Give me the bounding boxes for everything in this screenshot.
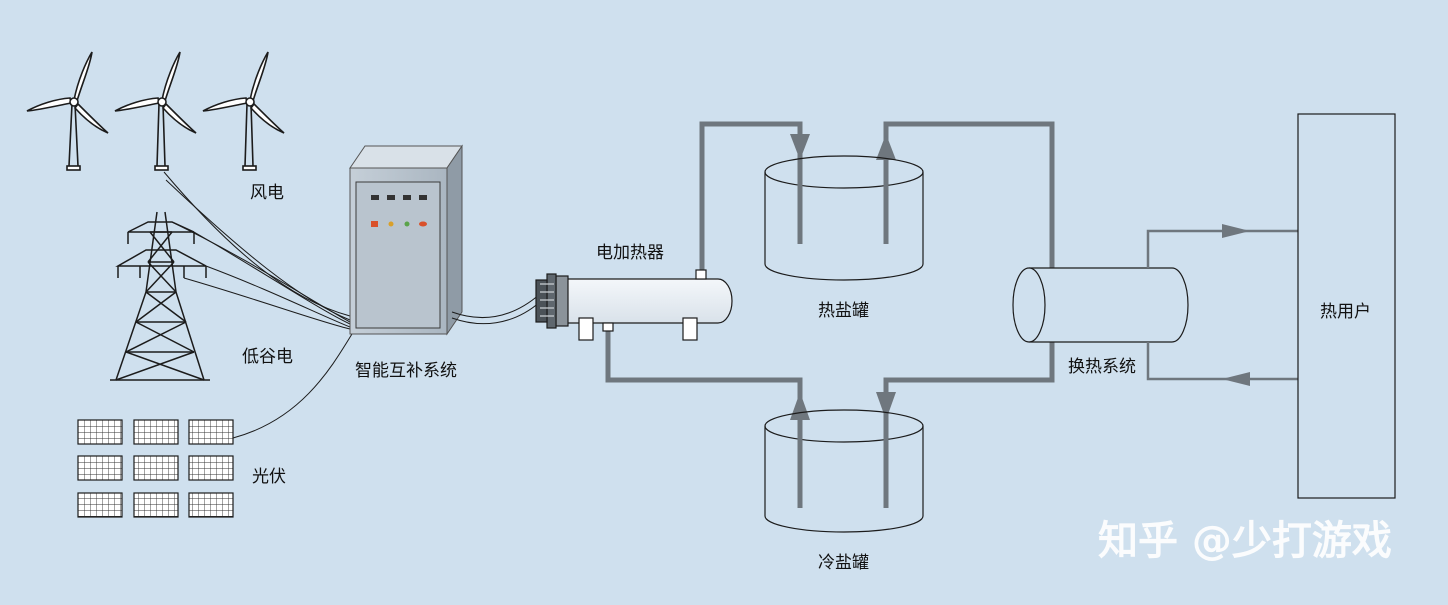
hot-tank-label: 热盐罐 — [818, 301, 869, 321]
cold-salt-tank-icon — [764, 409, 924, 533]
user-flow-arrows — [1222, 224, 1250, 386]
controller-label: 智能互补系统 — [355, 361, 457, 381]
hot-tank-pipe-ends — [797, 160, 889, 244]
led-yellow-icon — [388, 221, 394, 227]
solar-panels — [77, 419, 234, 518]
arrow-left-icon — [1222, 372, 1250, 386]
solar-panel-icon — [133, 492, 179, 518]
arrow-right-icon — [1222, 224, 1250, 238]
solar-panel-icon — [133, 419, 179, 445]
heater-label: 电加热器 — [596, 243, 664, 263]
solar-label: 光伏 — [252, 467, 286, 487]
arrow-down-icon — [790, 134, 810, 160]
cold-tank-pipe-ends — [797, 420, 889, 508]
solar-panel-icon — [188, 492, 234, 518]
arrow-up-icon — [790, 392, 810, 420]
wind-turbine-icon — [114, 51, 197, 171]
solar-panel-icon — [188, 419, 234, 445]
power-cables — [163, 171, 353, 439]
heat-exchanger-icon — [1012, 267, 1189, 343]
wind-turbine-icon — [26, 51, 109, 171]
controller-cabinet-icon — [349, 144, 463, 336]
solar-panel-icon — [77, 455, 123, 481]
arrow-down-icon — [876, 392, 896, 420]
wind-label: 风电 — [250, 183, 284, 203]
led-red-icon — [371, 221, 378, 227]
solar-panel-icon — [133, 455, 179, 481]
flow-arrows — [790, 134, 896, 420]
exchanger-label: 换热系统 — [1068, 357, 1136, 377]
hot-salt-tank-icon — [764, 155, 924, 281]
arrow-up-icon — [876, 134, 896, 160]
led-green-icon — [404, 221, 410, 227]
watermark: 知乎 @少打游戏 — [1098, 518, 1392, 564]
heat-user-box — [1297, 113, 1396, 499]
heater-cable — [451, 293, 541, 325]
transmission-tower-icon — [110, 211, 210, 381]
solar-panel-icon — [188, 455, 234, 481]
led-red-icon — [419, 221, 427, 227]
solar-panel-icon — [77, 419, 123, 445]
wind-turbines — [26, 51, 285, 171]
electric-heater-icon — [535, 269, 733, 341]
user-label: 热用户 — [1320, 302, 1371, 322]
solar-panel-icon — [77, 492, 123, 518]
cold-tank-label: 冷盐罐 — [818, 553, 869, 573]
grid-label: 低谷电 — [242, 347, 293, 367]
wind-turbine-icon — [202, 51, 285, 171]
user-pipes — [1146, 229, 1298, 381]
